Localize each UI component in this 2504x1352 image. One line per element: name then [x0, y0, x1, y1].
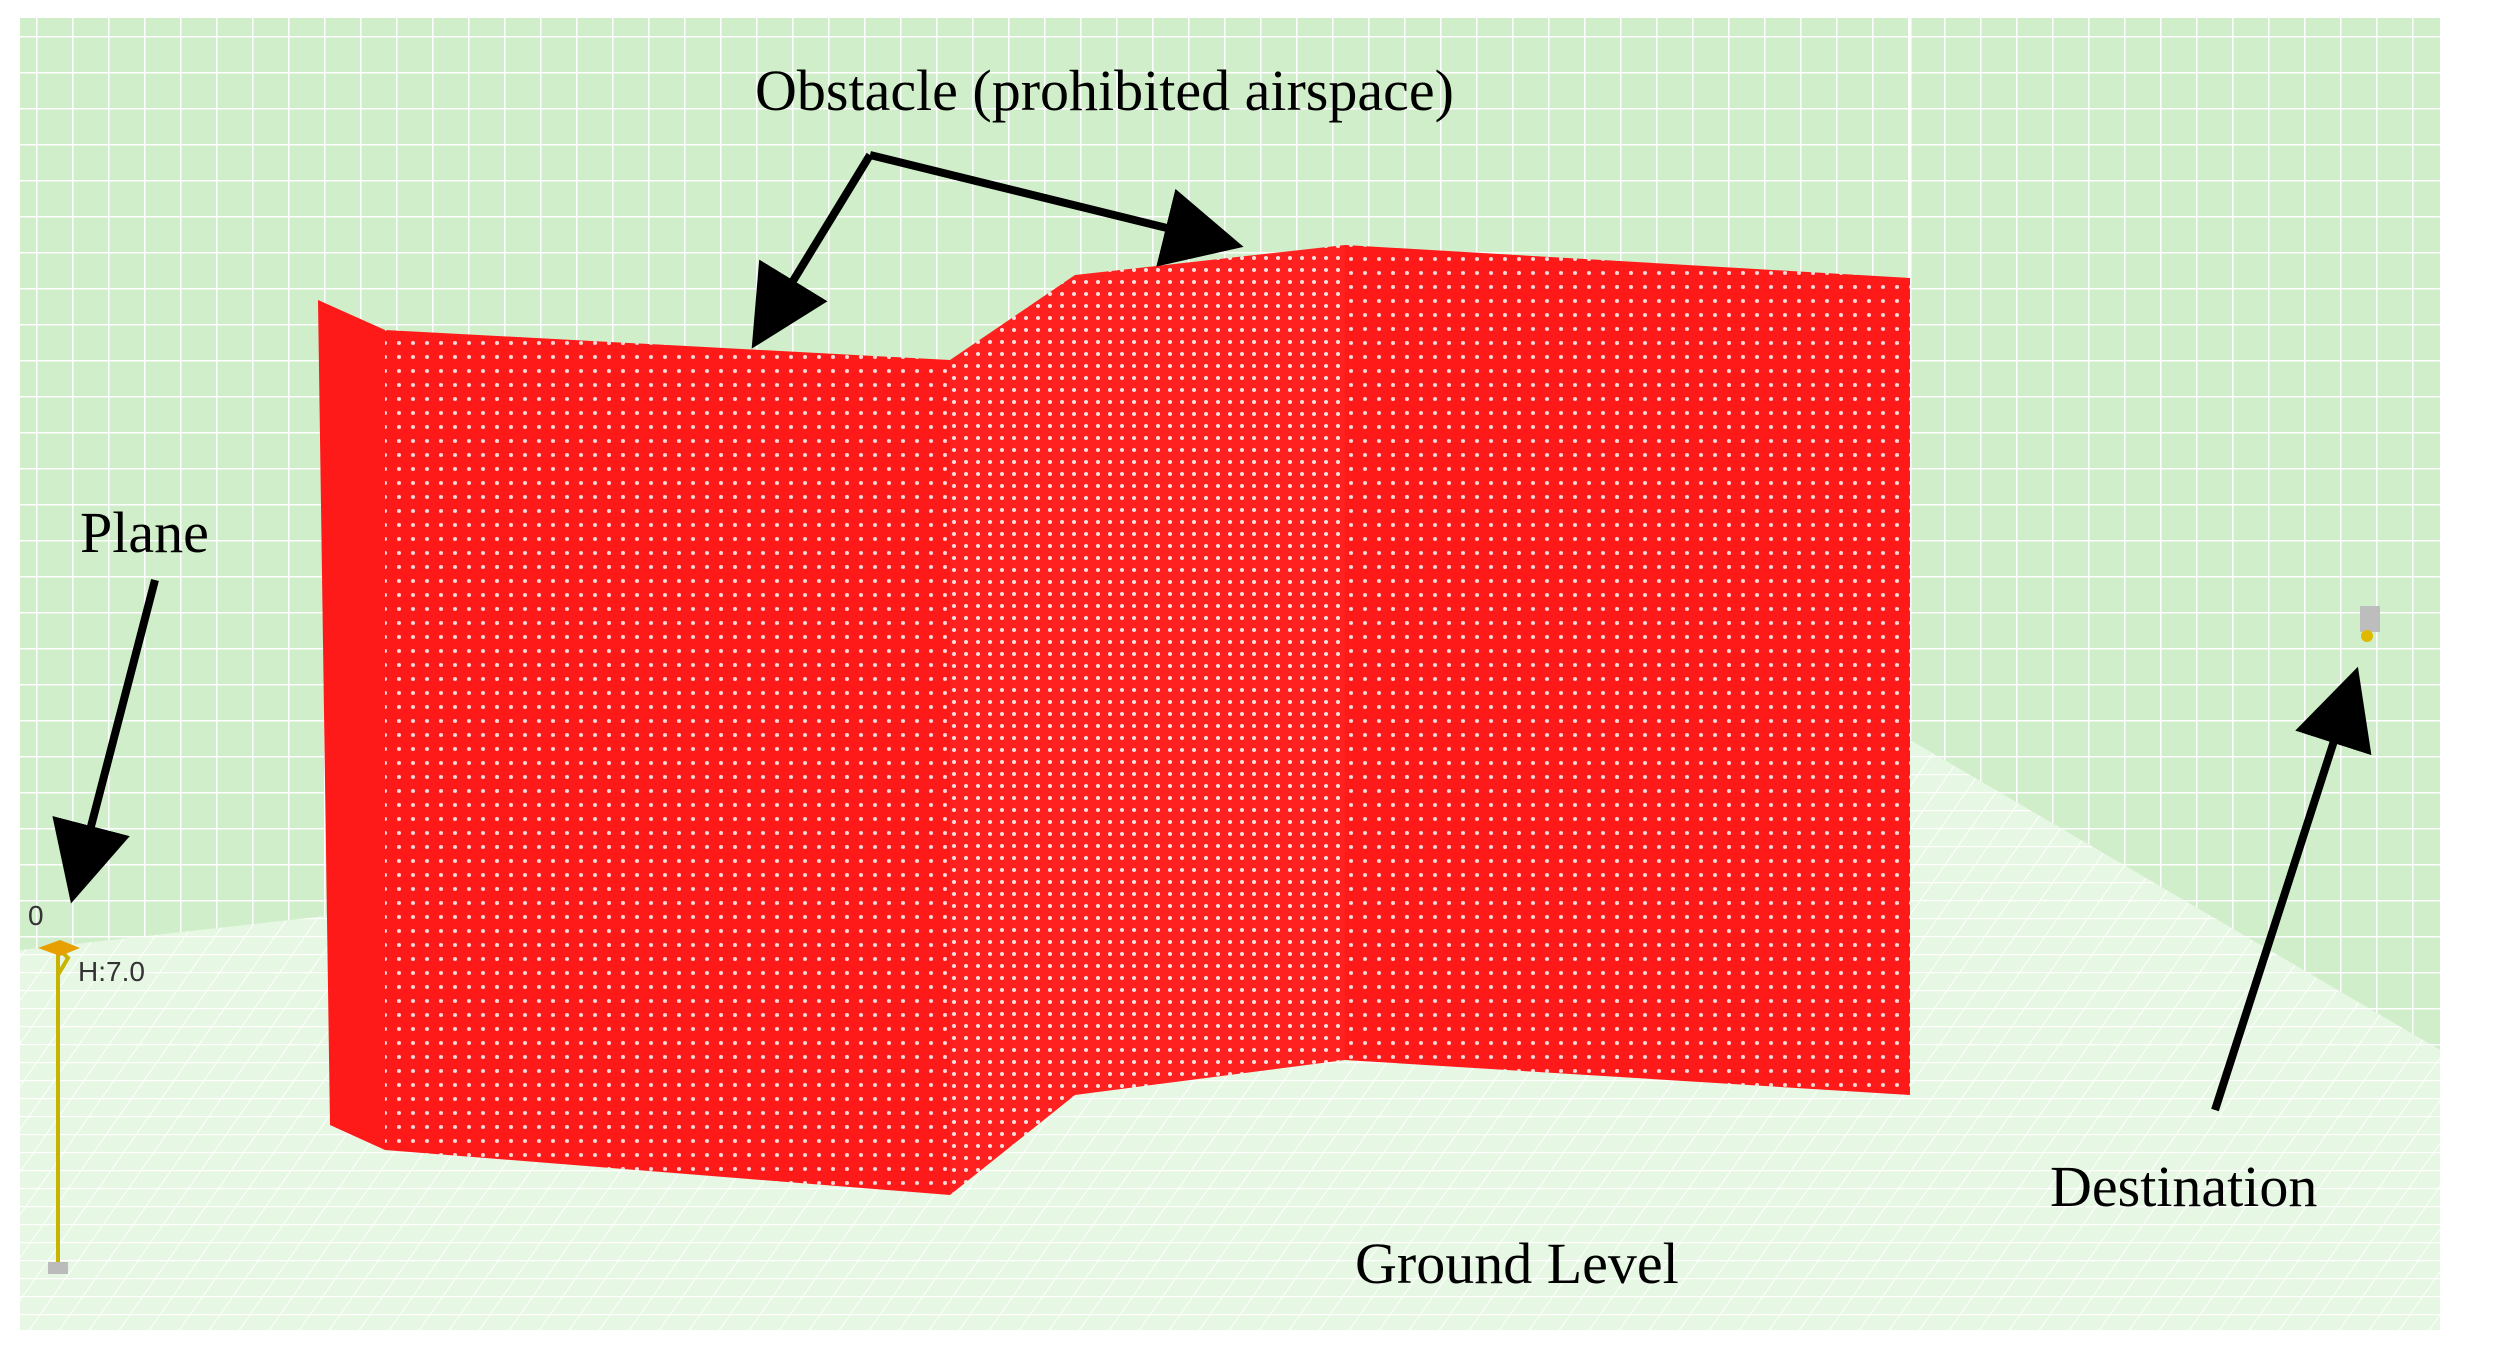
obstacle-prohibited-airspace — [318, 245, 1910, 1195]
obstacle-arrow-left — [751, 152, 874, 349]
right-wall — [1910, 18, 2440, 1050]
plane-icon[interactable] — [38, 940, 80, 1274]
plane-height-label: H:7.0 — [78, 956, 145, 987]
plane-index-label: 0 — [28, 900, 44, 931]
destination-annotation-label: Destination — [2050, 1154, 2318, 1219]
obstacle-annotation-label: Obstacle (prohibited airspace) — [755, 58, 1454, 123]
ground-level-label: Ground Level — [1355, 1231, 1679, 1296]
obstacle-left-edge — [318, 300, 385, 1150]
obstacle-right-panel-b — [1345, 245, 1910, 1095]
obstacle-middle-panel — [950, 275, 1075, 1195]
plane-annotation-label: Plane — [80, 500, 209, 565]
obstacle-arrow-right — [869, 151, 1244, 267]
obstacle-right-panel-a — [1075, 245, 1345, 1095]
obstacle-left-panel — [385, 330, 950, 1195]
plane-arrow — [52, 578, 159, 904]
destination-icon[interactable] — [2360, 606, 2380, 642]
destination-arrow — [2211, 666, 2372, 1112]
